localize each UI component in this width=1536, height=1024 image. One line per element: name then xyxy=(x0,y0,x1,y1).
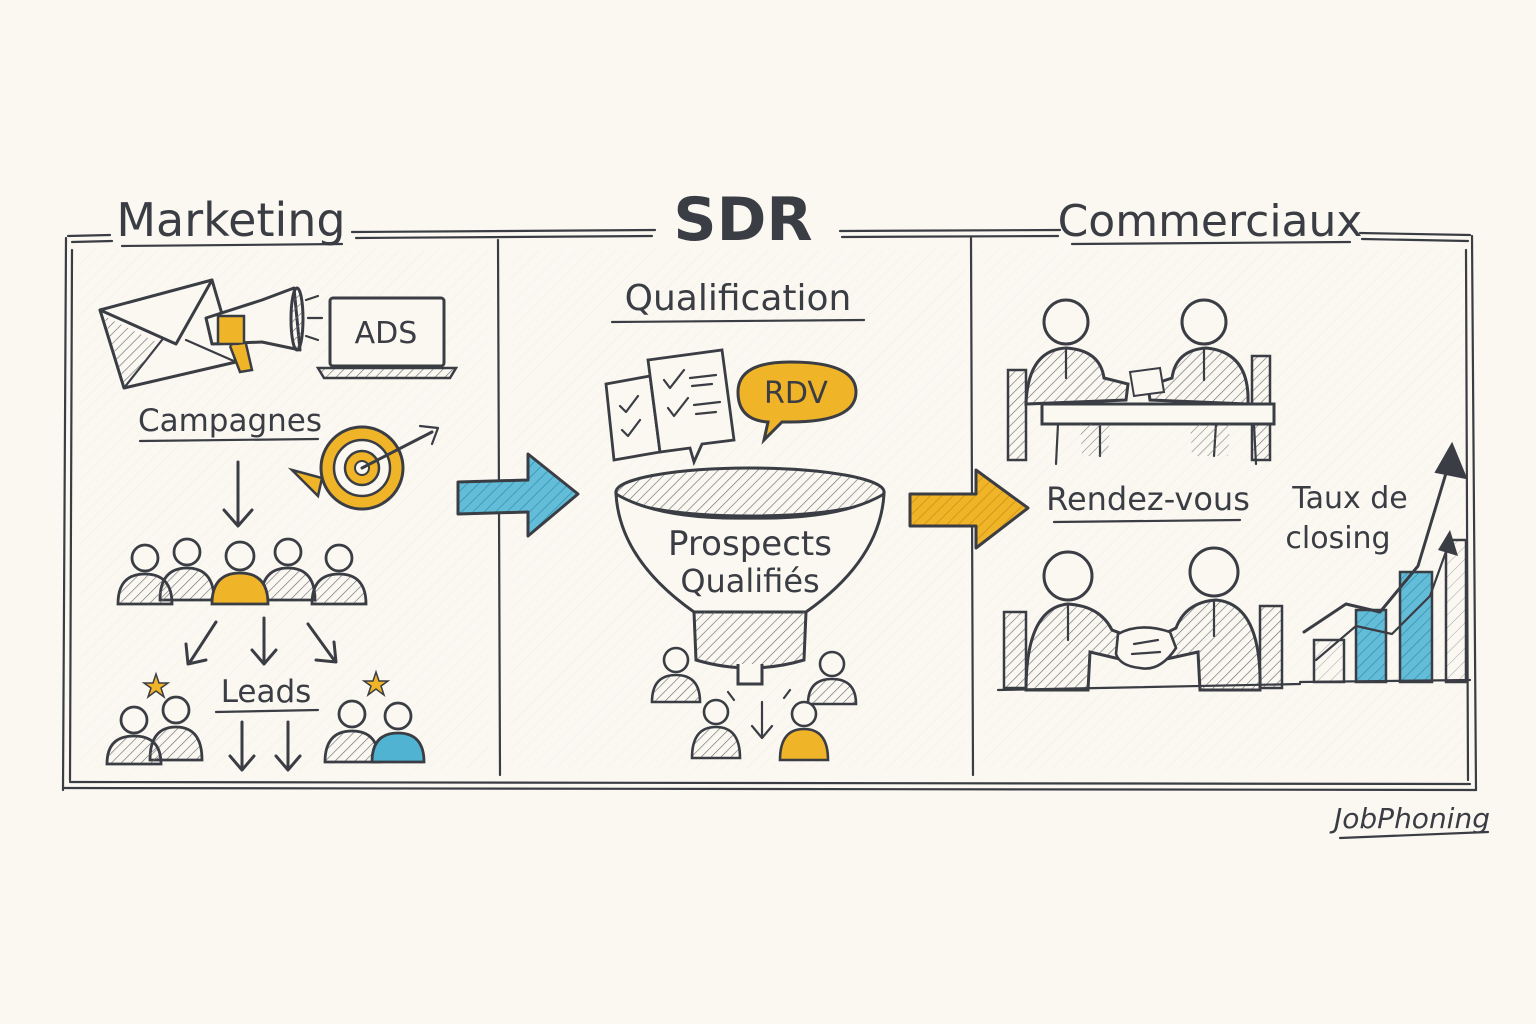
funnel-line1: Prospects xyxy=(668,524,832,564)
commerciaux-column: Rendez-vous Taux de closing xyxy=(996,298,1472,692)
crowd-icon xyxy=(116,537,368,606)
diverging-arrows-icon xyxy=(184,616,338,666)
qualification-label: Qualification xyxy=(625,278,852,319)
rdv-label: RDV xyxy=(764,376,828,411)
target-icon xyxy=(287,424,440,511)
column-titles: Marketing SDR Commerciaux xyxy=(116,185,1362,255)
handshake-icon xyxy=(996,546,1302,692)
blue-arrow-icon xyxy=(456,452,580,538)
lead-group-left-icon xyxy=(105,695,204,766)
title-sdr: SDR xyxy=(673,185,812,255)
campaigns-label: Campagnes xyxy=(138,403,322,439)
envelope-icon xyxy=(98,278,238,390)
laptop-ads-icon: ADS xyxy=(315,296,459,380)
prospects-people-icon xyxy=(650,646,858,762)
star-icon-2 xyxy=(361,669,391,698)
title-commerciaux: Commerciaux xyxy=(1058,196,1363,247)
star-icon xyxy=(141,671,171,700)
marketing-column: ADS Campagnes xyxy=(98,278,459,772)
arrow-down-icon-3 xyxy=(274,720,302,772)
leads-label: Leads xyxy=(221,674,312,710)
lead-group-right-icon xyxy=(323,699,426,764)
closing-line1: Taux de xyxy=(1291,481,1408,516)
funnel-line2: Qualifiés xyxy=(680,562,819,600)
growth-chart-icon xyxy=(1298,441,1472,684)
rdv-bubble-icon: RDV xyxy=(736,360,858,445)
sdr-column: Qualification RDV Prospects Qualifiés xyxy=(604,278,886,762)
closing-line2: closing xyxy=(1285,521,1390,556)
brand-logo: JobPhoning xyxy=(1329,802,1490,835)
megaphone-icon xyxy=(204,286,324,374)
meeting-table-icon xyxy=(1006,298,1276,466)
funnel-icon: Prospects Qualifiés xyxy=(614,466,886,686)
meetings-label: Rendez-vous xyxy=(1046,480,1250,518)
arrow-down-icon-2 xyxy=(228,720,256,772)
yellow-arrow-icon xyxy=(908,468,1030,550)
ads-label: ADS xyxy=(355,316,418,351)
title-marketing: Marketing xyxy=(116,193,345,247)
checklist-icon xyxy=(604,348,736,467)
arrow-down-icon xyxy=(222,460,254,528)
